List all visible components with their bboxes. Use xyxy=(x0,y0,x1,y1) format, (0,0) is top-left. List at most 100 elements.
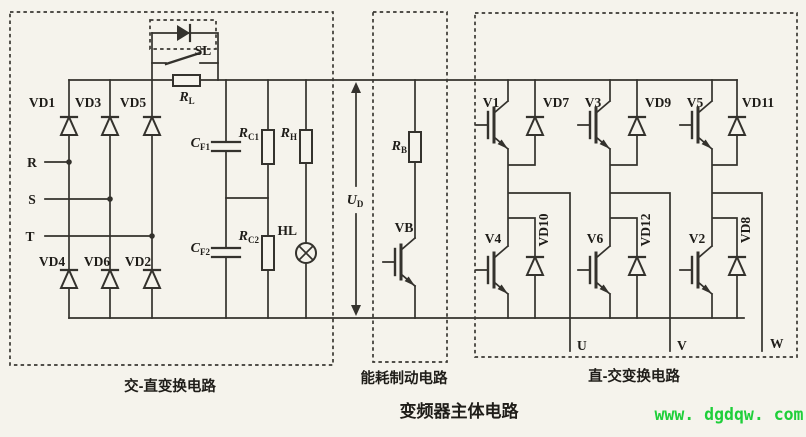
inverter-leg-w: V5 VD11 V2 VD8 W xyxy=(679,79,784,352)
diode-vd9-symbol xyxy=(627,114,647,136)
input-t-label: T xyxy=(25,229,34,244)
rectifier-bridge: VD1 VD3 VD5 VD4 VD6 VD2 R S T xyxy=(25,32,162,319)
rb-main: R xyxy=(391,139,401,154)
vd7-label: VD7 xyxy=(543,95,569,110)
inverter-section-box xyxy=(474,12,798,358)
igbt-v1-symbol xyxy=(486,106,508,149)
diode-vd10-symbol xyxy=(525,254,545,276)
diode-vd12-symbol xyxy=(627,254,647,276)
diode-vd6-symbol xyxy=(100,267,120,289)
igbt-v6-symbol xyxy=(588,251,610,294)
watermark: www. dgdqw. com xyxy=(654,405,803,424)
main-title: 变频器主体电路 xyxy=(400,401,520,421)
junction-dot xyxy=(66,159,72,165)
resistor-rl-symbol xyxy=(172,74,201,87)
diode-vd2-symbol xyxy=(142,267,162,289)
inverter-leg-v: V3 VD9 V6 VD12 V xyxy=(577,79,687,353)
cf1-label: CF1 xyxy=(191,136,211,152)
cf2-label: CF2 xyxy=(191,241,211,257)
igbt-v4-symbol xyxy=(486,251,508,294)
rc1-label: RC1 xyxy=(238,126,260,142)
vd10-label: VD10 xyxy=(536,213,551,246)
diode-vd3-symbol xyxy=(100,114,120,136)
vb-label: VB xyxy=(395,220,414,235)
diode-vd7-symbol xyxy=(525,114,545,136)
resistor-rh-symbol xyxy=(299,129,313,164)
cf1-sub: F1 xyxy=(200,142,210,152)
v1-label: V1 xyxy=(483,95,500,110)
rb-label: RB xyxy=(391,139,407,155)
arrow-up-head xyxy=(351,82,361,93)
rb-sub: B xyxy=(401,145,407,155)
section-label-rectifier: 交-直变换电路 xyxy=(124,377,216,395)
v3-label: V3 xyxy=(585,95,602,110)
rc1-main: R xyxy=(238,126,248,141)
resistor-rc2-symbol xyxy=(261,235,275,271)
rl-main: R xyxy=(178,90,188,105)
capacitor-cf2-symbol xyxy=(210,246,242,259)
rectifier-section-box xyxy=(9,11,334,366)
rc2-sub: C2 xyxy=(248,235,259,245)
section-label-braking: 能耗制动电路 xyxy=(361,369,448,387)
v6-label: V6 xyxy=(587,231,604,246)
charge-bypass: SL RL xyxy=(149,19,219,106)
input-s-label: S xyxy=(28,192,36,207)
resistor-rc1-symbol xyxy=(261,129,275,165)
arrow-down-head xyxy=(351,305,361,316)
vd6-label: VD6 xyxy=(84,254,110,269)
junction-dot xyxy=(149,233,155,239)
v5-label: V5 xyxy=(687,95,704,110)
output-w-label: W xyxy=(770,336,784,351)
igbt-v2-symbol xyxy=(690,251,712,294)
section-label-inverter: 直-交变换电路 xyxy=(588,367,680,385)
vd11-label: VD11 xyxy=(742,95,775,110)
v4-label: V4 xyxy=(485,231,502,246)
output-u-label: U xyxy=(577,338,587,353)
resistor-rb-symbol xyxy=(408,131,422,163)
input-r-label: R xyxy=(27,155,37,170)
vd9-label: VD9 xyxy=(645,95,671,110)
diode-vd11-symbol xyxy=(727,114,747,136)
switch-sl-symbol xyxy=(151,51,219,66)
rc2-main: R xyxy=(238,229,248,244)
ud-label: UD xyxy=(347,193,364,209)
vd1-label: VD1 xyxy=(29,95,55,110)
rh-main: R xyxy=(280,126,290,141)
braking-circuit: RB VB xyxy=(382,79,422,319)
ud-voltage-arrow: UD xyxy=(347,82,364,316)
sl-label: SL xyxy=(195,43,212,58)
captions: 交-直变换电路 能耗制动电路 直-交变换电路 变频器主体电路 www. dgdq… xyxy=(124,367,803,424)
igbt-vb-symbol xyxy=(382,236,417,288)
rl-sub: L xyxy=(189,96,195,106)
bypass-diode-symbol xyxy=(177,23,192,43)
bypass-dashed-box xyxy=(149,19,217,50)
igbt-v5-symbol xyxy=(690,106,712,149)
vd3-label: VD3 xyxy=(75,95,101,110)
cf2-main: C xyxy=(191,241,201,256)
cf1-main: C xyxy=(191,136,201,151)
diode-vd8-symbol xyxy=(727,254,747,276)
junction-dot xyxy=(107,196,113,202)
hl-label: HL xyxy=(277,223,297,238)
ud-main: U xyxy=(347,193,358,208)
vd5-label: VD5 xyxy=(120,95,146,110)
lamp-hl-symbol xyxy=(295,242,317,264)
vd12-label: VD12 xyxy=(638,213,653,246)
vd2-label: VD2 xyxy=(125,254,151,269)
vd4-label: VD4 xyxy=(39,254,65,269)
capacitor-cf1-symbol xyxy=(210,140,242,153)
cf2-sub: F2 xyxy=(200,247,210,257)
rc2-label: RC2 xyxy=(238,229,260,245)
vd8-label: VD8 xyxy=(738,217,753,243)
v2-label: V2 xyxy=(689,231,706,246)
diode-vd1-symbol xyxy=(59,114,79,136)
diode-vd5-symbol xyxy=(142,114,162,136)
rh-label: RH xyxy=(280,126,297,142)
igbt-v3-symbol xyxy=(588,106,610,149)
inverter-leg-u: V1 VD7 V4 VD10 U xyxy=(475,79,587,353)
rl-label: RL xyxy=(178,90,194,106)
braking-section-box xyxy=(372,11,448,363)
dc-link-filter: CF1 CF2 RC1 RC2 RH HL xyxy=(191,79,317,319)
rh-sub: H xyxy=(290,132,297,142)
